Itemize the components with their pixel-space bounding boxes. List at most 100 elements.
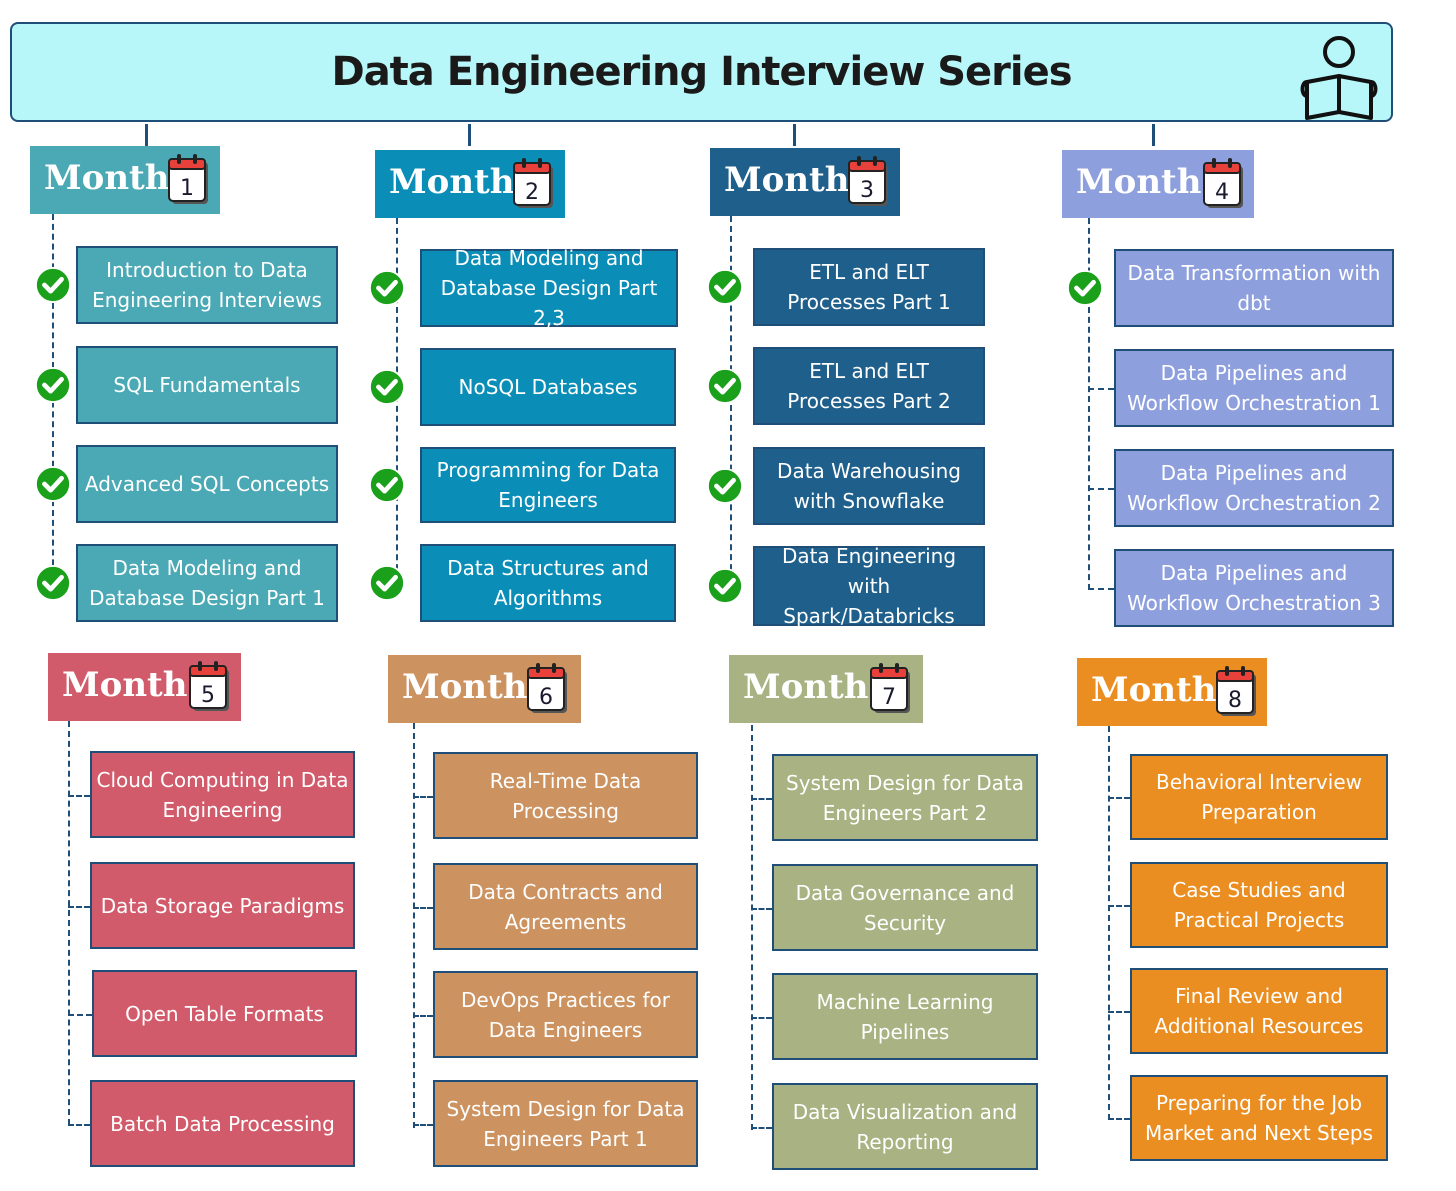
- topic-label: System Design for Data Engineers Part 1: [446, 1096, 685, 1151]
- calendar-icon: 7: [870, 663, 910, 713]
- topic-box[interactable]: Data Governance and Security: [772, 864, 1038, 951]
- topic-box[interactable]: ETL and ELT Processes Part 1: [753, 248, 985, 326]
- reader-book-icon: [1300, 36, 1378, 120]
- topic-box[interactable]: NoSQL Databases: [420, 348, 676, 426]
- calendar-icon: 2: [513, 158, 553, 208]
- topic-box[interactable]: Data Structures and Algorithms: [420, 544, 676, 622]
- topic-box[interactable]: Machine Learning Pipelines: [772, 973, 1038, 1060]
- month-label: Month: [1091, 670, 1217, 710]
- month-number: 1: [180, 176, 194, 201]
- topic-box[interactable]: Data Engineering with Spark/Databricks: [753, 544, 985, 628]
- check-circle-icon: [1066, 269, 1104, 307]
- topic-label: SQL Fundamentals: [113, 373, 301, 397]
- check-circle-icon: [706, 467, 744, 505]
- topic-box[interactable]: ETL and ELT Processes Part 2: [753, 347, 985, 425]
- month-number: 4: [1215, 180, 1229, 205]
- topic-box[interactable]: Data Pipelines and Workflow Orchestratio…: [1114, 349, 1394, 427]
- topic-box[interactable]: Data Contracts and Agreements: [433, 863, 698, 950]
- check-circle-icon: [34, 465, 72, 503]
- topic-label: Final Review and Additional Resources: [1154, 984, 1364, 1038]
- tree-connector: [1088, 218, 1090, 590]
- topic-label: Data Pipelines and Workflow Orchestratio…: [1127, 461, 1381, 515]
- topic-box[interactable]: Behavioral Interview Preparation: [1130, 754, 1388, 840]
- tree-connector: [1108, 726, 1110, 1120]
- topic-box[interactable]: Data Storage Paradigms: [90, 862, 355, 949]
- topic-label: Advanced SQL Concepts: [84, 472, 330, 496]
- topic-label: Introduction to Data Engineering Intervi…: [92, 258, 322, 312]
- topic-label: Data Structures and Algorithms: [447, 556, 649, 610]
- branch-connector: [413, 795, 433, 798]
- branch-connector: [1108, 1118, 1130, 1120]
- check-circle-icon: [34, 564, 72, 602]
- topic-box[interactable]: DevOps Practices for Data Engineers: [433, 971, 698, 1058]
- topic-box[interactable]: Real-Time Data Processing: [433, 752, 698, 839]
- check-circle-icon: [34, 266, 72, 304]
- topic-label: Data Pipelines and Workflow Orchestratio…: [1127, 361, 1381, 415]
- topic-label: Data Warehousing with Snowflake: [777, 459, 961, 513]
- branch-connector: [1088, 488, 1114, 490]
- month-label: Month: [62, 665, 188, 705]
- topic-label: Machine Learning Pipelines: [816, 989, 994, 1044]
- topic-label: Data Engineering with Spark/Databricks: [781, 544, 957, 628]
- calendar-icon: 8: [1216, 666, 1256, 716]
- check-circle-icon: [368, 368, 406, 406]
- branch-connector: [413, 1123, 433, 1126]
- calendar-icon: 4: [1203, 158, 1243, 208]
- topic-label: Preparing for the Job Market and Next St…: [1145, 1091, 1373, 1145]
- topic-label: Data Contracts and Agreements: [468, 879, 663, 934]
- check-circle-icon: [368, 269, 406, 307]
- topic-box[interactable]: Advanced SQL Concepts: [76, 445, 338, 523]
- month-label: Month: [44, 158, 170, 198]
- topic-label: Data Governance and Security: [795, 880, 1015, 935]
- month-header: Month 5: [48, 653, 241, 721]
- calendar-icon: 3: [848, 156, 888, 206]
- topic-label: Data Modeling and Database Design Part 2…: [440, 246, 658, 330]
- topic-box[interactable]: Data Pipelines and Workflow Orchestratio…: [1114, 449, 1394, 527]
- topic-label: Real-Time Data Processing: [489, 768, 642, 823]
- topic-box[interactable]: Case Studies and Practical Projects: [1130, 862, 1388, 948]
- topic-box[interactable]: Data Visualization and Reporting: [772, 1083, 1038, 1170]
- branch-connector: [1088, 388, 1114, 390]
- topic-box[interactable]: Open Table Formats: [92, 970, 357, 1057]
- month-label: Month: [724, 160, 850, 200]
- topic-box[interactable]: Data Modeling and Database Design Part 2…: [420, 246, 678, 330]
- topic-box[interactable]: Data Transformation with dbt: [1114, 249, 1394, 327]
- topic-label: Data Visualization and Reporting: [792, 1099, 1018, 1154]
- topic-box[interactable]: Introduction to Data Engineering Intervi…: [76, 246, 338, 324]
- topic-label: Open Table Formats: [125, 1001, 324, 1026]
- topic-label: Cloud Computing in Data Engineering: [96, 767, 349, 822]
- topic-box[interactable]: Data Modeling and Database Design Part 1: [76, 544, 338, 622]
- topic-box[interactable]: Preparing for the Job Market and Next St…: [1130, 1075, 1388, 1161]
- topic-box[interactable]: Programming for Data Engineers: [420, 447, 676, 523]
- topic-box[interactable]: Data Warehousing with Snowflake: [753, 447, 985, 525]
- month-label: Month: [402, 667, 528, 707]
- topic-box[interactable]: Cloud Computing in Data Engineering: [90, 751, 355, 838]
- month-header: Month 8: [1077, 658, 1267, 726]
- month-label: Month: [743, 667, 869, 707]
- check-circle-icon: [706, 268, 744, 306]
- topic-label: ETL and ELT Processes Part 2: [787, 359, 951, 413]
- month-label: Month: [1076, 162, 1202, 202]
- month-number: 5: [201, 683, 215, 708]
- branch-connector: [751, 907, 772, 910]
- topic-box[interactable]: Batch Data Processing: [90, 1080, 355, 1167]
- connector-stub: [1152, 124, 1155, 146]
- topic-box[interactable]: SQL Fundamentals: [76, 346, 338, 424]
- branch-connector: [68, 1123, 90, 1126]
- tree-connector: [413, 723, 415, 1128]
- month-number: 8: [1228, 688, 1242, 713]
- topic-label: Programming for Data Engineers: [436, 458, 660, 512]
- topic-box[interactable]: System Design for Data Engineers Part 1: [433, 1080, 698, 1167]
- branch-connector: [1108, 797, 1130, 799]
- branch-connector: [751, 1016, 772, 1019]
- topic-box[interactable]: System Design for Data Engineers Part 2: [772, 754, 1038, 841]
- tree-connector: [52, 214, 54, 595]
- branch-connector: [68, 905, 90, 908]
- topic-label: Case Studies and Practical Projects: [1172, 878, 1346, 932]
- topic-box[interactable]: Final Review and Additional Resources: [1130, 968, 1388, 1054]
- topic-box[interactable]: Data Pipelines and Workflow Orchestratio…: [1114, 549, 1394, 627]
- branch-connector: [413, 906, 433, 909]
